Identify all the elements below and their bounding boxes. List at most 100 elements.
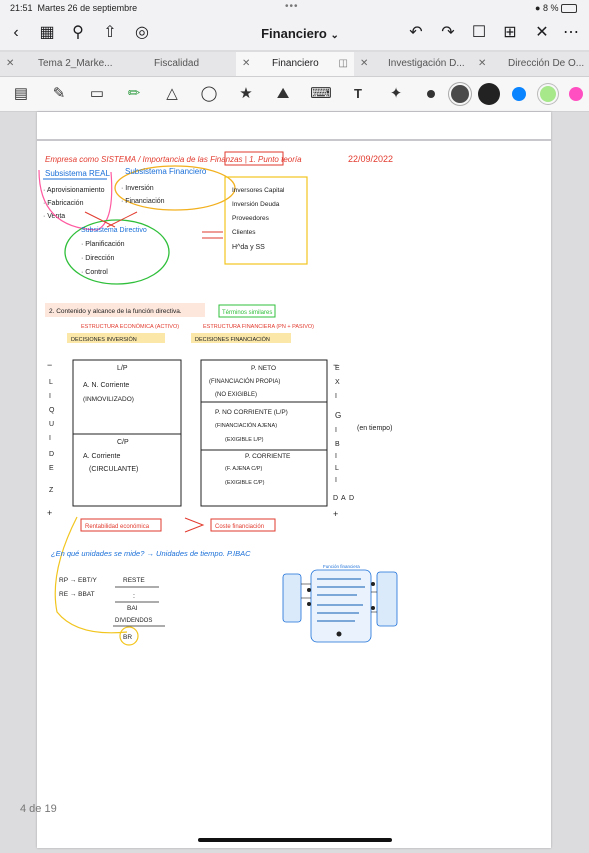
- close-icon[interactable]: ✕: [535, 24, 549, 41]
- box-line: Inversión Deuda: [232, 201, 280, 208]
- tab-tema2[interactable]: ✕ Tema 2_Marke...: [0, 52, 118, 76]
- add-page-icon[interactable]: ⊞: [503, 24, 517, 41]
- dividendos-label: DIVIDENDOS: [115, 618, 152, 624]
- dir-title: Subsistema Directivo: [81, 227, 147, 234]
- tab-fiscalidad[interactable]: ✕ Fiscalidad: [118, 52, 236, 76]
- multitasking-dots[interactable]: •••: [285, 1, 299, 12]
- pen-icon[interactable]: ✎: [52, 85, 66, 102]
- terms-label: Términos similares: [222, 310, 272, 316]
- home-indicator[interactable]: [198, 838, 392, 842]
- nav-bar: ‹ ▦ ⚲ ⇧ ◎ Financiero ⌄ ↶ ↷ ☐ ⊞ ✕ ⋯: [0, 18, 589, 50]
- split-view-icon[interactable]: ◫: [338, 58, 348, 69]
- tab-close-icon[interactable]: ✕: [242, 58, 251, 69]
- svg-text:I: I: [335, 477, 337, 484]
- pnc-sub: (FINANCIACIÓN AJENA): [215, 422, 277, 429]
- tab-close-icon[interactable]: ✕: [124, 52, 132, 76]
- tab-financiero[interactable]: ✕ Financiero ◫: [236, 52, 354, 76]
- laser-pointer-icon[interactable]: ✦: [389, 85, 403, 102]
- svg-text:D: D: [333, 495, 338, 502]
- line2-right: DECISIONES FINANCIACIÓN: [195, 336, 270, 343]
- svg-text::: :: [133, 593, 135, 600]
- function-diagram: Función financiera: [282, 564, 398, 643]
- box-line: H^da y SS: [232, 244, 265, 251]
- fin-title: Subsistema Financiero: [125, 167, 207, 176]
- tab-direccion[interactable]: ✕ Dirección De O...: [472, 52, 589, 76]
- real-item: · Venta: [43, 213, 65, 220]
- grid-view-icon[interactable]: ▦: [39, 24, 55, 41]
- pnc-label: P. NO CORRIENTE (L/P): [215, 409, 288, 416]
- battery-icon: [561, 4, 577, 14]
- more-icon[interactable]: ⋯: [563, 24, 579, 41]
- svg-text:E: E: [49, 465, 54, 472]
- svg-text:Función financiera: Función financiera: [323, 564, 360, 569]
- ac-sub: (CIRCULANTE): [89, 466, 138, 473]
- tab-close-icon[interactable]: ✕: [478, 58, 487, 69]
- keyboard-icon[interactable]: ⌨: [310, 85, 332, 102]
- status-bar: 21:51 Martes 26 de septiembre ••• ● 8 %: [0, 0, 589, 18]
- notebook-page[interactable]: Empresa como SISTEMA / Importancia de la…: [37, 112, 551, 848]
- svg-text:I: I: [335, 453, 337, 460]
- eraser-icon[interactable]: ▭: [89, 85, 105, 102]
- fin-item: · Inversión: [121, 185, 154, 192]
- pc-sub: (F. AJENA C/P): [225, 466, 262, 472]
- status-right: ● 8 %: [535, 3, 577, 14]
- color-swatch-blue[interactable]: [512, 87, 526, 101]
- drawing-toolbar: ▤ ✎ ▭ ✏ △ ◯ ★ ⛰ ⌨ T ✦: [0, 77, 589, 112]
- redo-icon[interactable]: ↷: [441, 24, 455, 41]
- back-chevron-icon[interactable]: ‹: [13, 24, 19, 41]
- search-icon[interactable]: ⚲: [72, 24, 84, 41]
- bai-label: BAI: [127, 605, 138, 612]
- share-icon[interactable]: ⇧: [103, 24, 117, 41]
- wifi-icon: ●: [535, 3, 541, 13]
- color-swatch-black-large[interactable]: [478, 83, 500, 105]
- svg-text:I: I: [49, 393, 51, 400]
- pc-label: P. CORRIENTE: [245, 453, 291, 460]
- read-mode-icon[interactable]: ▤: [13, 85, 29, 102]
- bookmark-icon[interactable]: ☐: [471, 24, 487, 41]
- microphone-icon[interactable]: ◎: [135, 24, 149, 41]
- undo-icon[interactable]: ↶: [409, 24, 423, 41]
- line1-right: ESTRUCTURA FINANCIERA (PN + PASIVO): [203, 324, 314, 330]
- text-tool-icon[interactable]: T: [354, 86, 362, 101]
- sticker-icon[interactable]: ★: [239, 85, 253, 102]
- svg-text:+: +: [47, 508, 52, 518]
- line2-left: DECISIONES INVERSIÓN: [71, 336, 137, 343]
- br-label: BR: [123, 634, 132, 641]
- svg-text:U: U: [49, 421, 54, 428]
- highlighter-icon[interactable]: ✏: [127, 85, 141, 102]
- box-line: Clientes: [232, 229, 256, 236]
- svg-text:G: G: [335, 411, 341, 420]
- color-swatch-pink[interactable]: [569, 87, 583, 101]
- svg-text:X: X: [335, 379, 340, 386]
- dir-item: · Control: [81, 269, 108, 276]
- tab-close-icon[interactable]: ✕: [360, 58, 369, 69]
- svg-text:E: E: [335, 365, 340, 372]
- section-2-title: 2. Contenido y alcance de la función dir…: [49, 308, 182, 315]
- lasso-icon[interactable]: ◯: [200, 85, 218, 102]
- exigibilidad-axis: − E X I G I B I L I D A D +: [333, 360, 354, 519]
- tab-bar: ✕ Tema 2_Marke... ✕ Fiscalidad ✕ Financi…: [0, 52, 589, 77]
- tab-close-icon[interactable]: ✕: [6, 58, 15, 69]
- page-counter: 4 de 19: [20, 803, 57, 815]
- color-swatch-black-small[interactable]: [427, 90, 435, 98]
- shape-tool-icon[interactable]: △: [166, 85, 178, 102]
- battery-text: 8 %: [542, 3, 559, 13]
- pnc-sub: (EXIGIBLE L/P): [225, 437, 264, 443]
- fin-item: · Financiación: [121, 198, 165, 205]
- reste-label: RESTE: [123, 577, 145, 584]
- dir-item: · Planificación: [81, 241, 125, 248]
- tab-investigacion[interactable]: ✕ Investigación D...: [354, 52, 472, 76]
- pn-sub: (FINANCIACIÓN PROPIA): [209, 378, 280, 385]
- liquidez-axis: − L I Q U I D E Z +: [47, 360, 55, 518]
- color-swatch-light-green[interactable]: [540, 86, 556, 102]
- pn-sub: (NO EXIGIBLE): [215, 392, 257, 398]
- svg-text:D: D: [349, 495, 354, 502]
- color-swatch-gray[interactable]: [451, 85, 469, 103]
- document-title[interactable]: Financiero ⌄: [261, 26, 339, 41]
- coste-fin: Coste financiación: [215, 524, 264, 530]
- image-icon[interactable]: ⛰: [276, 85, 290, 102]
- svg-text:L: L: [49, 379, 53, 386]
- status-time-date: 21:51 Martes 26 de septiembre: [10, 3, 138, 13]
- svg-text:D: D: [49, 451, 54, 458]
- re-formula: RE → BBAT: [59, 591, 95, 598]
